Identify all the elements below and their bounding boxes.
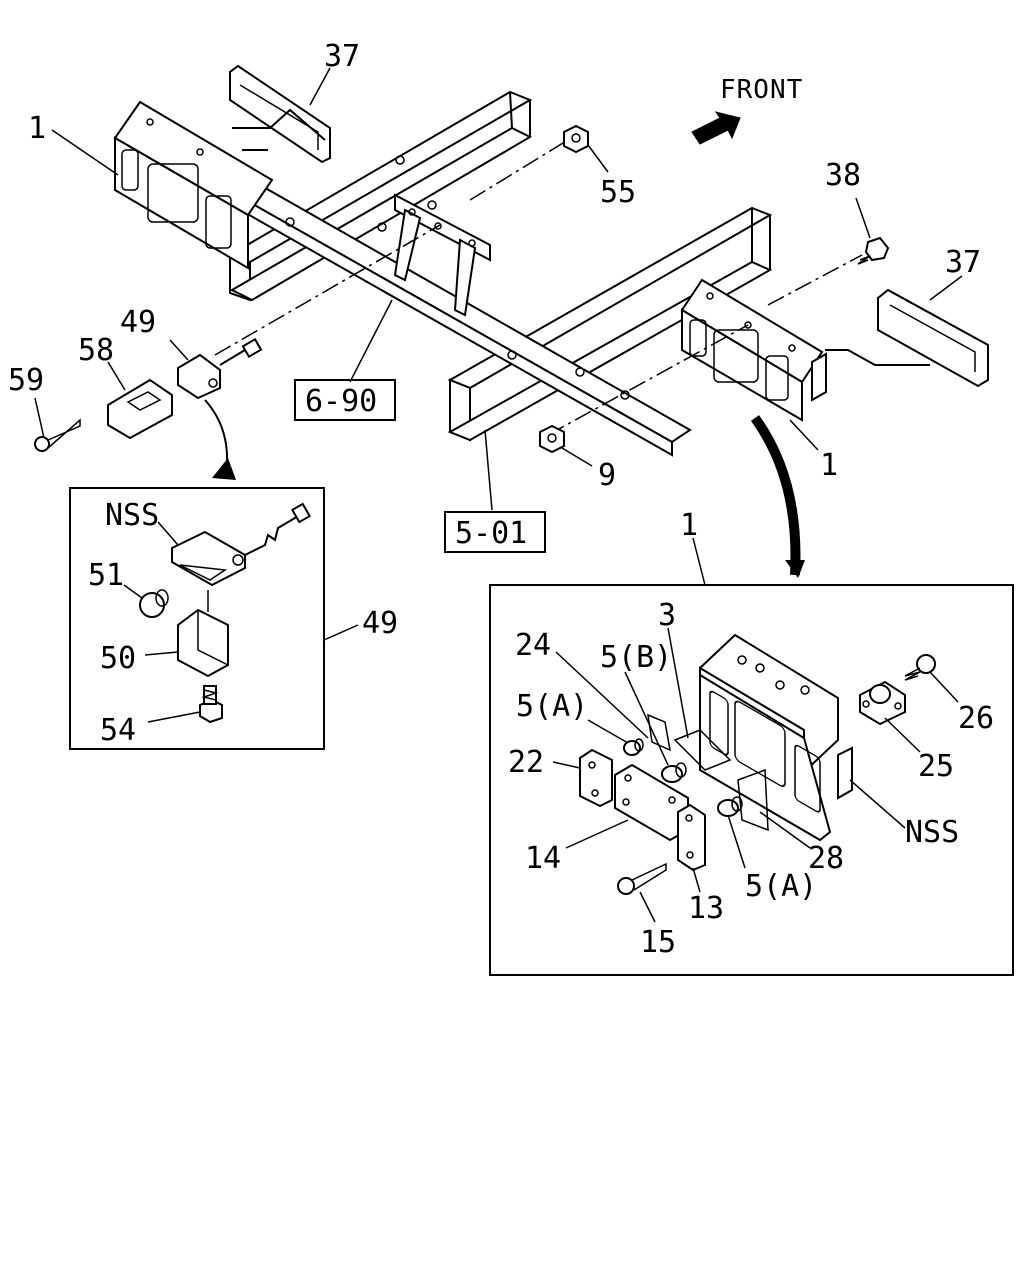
leader-1-left xyxy=(51,129,119,176)
dash-line-49 xyxy=(214,224,441,356)
cover-58 xyxy=(107,378,173,440)
callout-58: 58 xyxy=(78,333,114,368)
detail-right-nss: NSS xyxy=(905,815,959,850)
pointer-arrow-right-icon xyxy=(785,560,805,578)
bracket-left xyxy=(113,100,274,270)
bracket-25 xyxy=(859,680,906,726)
detail-right-24: 24 xyxy=(515,628,551,663)
screw-15 xyxy=(617,862,667,895)
pointer-arrow-left-icon xyxy=(212,458,236,480)
led-5a-bottom xyxy=(717,796,743,817)
detail-right-15: 15 xyxy=(640,925,676,960)
callout-49-detail: 49 xyxy=(362,606,398,641)
detail-right-22: 22 xyxy=(508,745,544,780)
callout-49-top: 49 xyxy=(120,305,156,340)
detail-left-50: 50 xyxy=(100,641,136,676)
callout-37-top: 37 xyxy=(324,39,360,74)
direction-label: FRONT xyxy=(720,75,803,105)
gasket-24 xyxy=(647,713,671,752)
detail-right-25: 25 xyxy=(918,749,954,784)
plate-13 xyxy=(677,803,706,872)
plate-22 xyxy=(579,748,613,808)
detail-right-5b: 5(B) xyxy=(600,640,672,675)
callout-55: 55 xyxy=(600,175,636,210)
callout-1-right: 1 xyxy=(820,448,838,483)
cover-37-top xyxy=(229,64,331,164)
nss-unit-right xyxy=(699,633,853,842)
detail-left-nss: NSS xyxy=(105,498,159,533)
detail-left-54: 54 xyxy=(100,713,136,748)
callout-1-detail: 1 xyxy=(680,508,698,543)
ref-box-6-90 xyxy=(294,379,396,421)
dash-line-38 xyxy=(767,254,863,306)
pad-28 xyxy=(737,768,769,832)
callout-59: 59 xyxy=(8,363,44,398)
part-50 xyxy=(177,590,229,678)
pointer-curve-right xyxy=(750,415,801,576)
detail-right-28: 28 xyxy=(808,841,844,876)
leader-1-right xyxy=(789,419,819,451)
ref-5-01: 5-01 xyxy=(455,516,527,551)
callout-37-right: 37 xyxy=(945,245,981,280)
leader-37-top xyxy=(309,67,331,106)
detail-right-14: 14 xyxy=(525,841,561,876)
bracket-right xyxy=(680,278,827,422)
front-arrow-icon xyxy=(691,111,741,145)
callout-9: 9 xyxy=(598,458,616,493)
center-bracket xyxy=(393,193,491,317)
nut-9 xyxy=(539,424,565,454)
ref-6-90: 6-90 xyxy=(305,384,377,419)
leader-37-right xyxy=(929,275,963,301)
detail-right-26: 26 xyxy=(958,701,994,736)
bolt-38 xyxy=(857,236,890,265)
bolt-54 xyxy=(199,685,223,724)
dash-line-9 xyxy=(547,324,749,436)
leader-49-detail xyxy=(323,624,359,641)
detail-right-13: 13 xyxy=(688,891,724,926)
screw-26 xyxy=(904,654,936,681)
detail-right-5a-top: 5(A) xyxy=(516,689,588,724)
leader-1-detail xyxy=(692,537,706,586)
led-5a-top xyxy=(623,738,644,756)
led-5b xyxy=(661,762,687,783)
callout-38: 38 xyxy=(825,158,861,193)
detail-box-49 xyxy=(69,487,325,750)
detail-right-5a-bottom: 5(A) xyxy=(745,869,817,904)
gasket-3 xyxy=(673,729,732,771)
sensor-49 xyxy=(177,337,263,400)
nss-sensor-left xyxy=(171,502,312,587)
dash-line-55 xyxy=(469,139,569,201)
ref-box-5-01 xyxy=(444,511,546,553)
leader-5-01 xyxy=(484,429,493,511)
leader-6-90 xyxy=(349,299,393,383)
detail-left-51: 51 xyxy=(88,558,124,593)
detail-box-1 xyxy=(489,584,1014,976)
cover-37-right xyxy=(825,288,989,388)
detail-right-3: 3 xyxy=(658,598,676,633)
nut-55 xyxy=(563,124,589,154)
part-51 xyxy=(139,589,169,618)
callout-1-top-left: 1 xyxy=(28,111,46,146)
screw-59 xyxy=(34,418,81,452)
